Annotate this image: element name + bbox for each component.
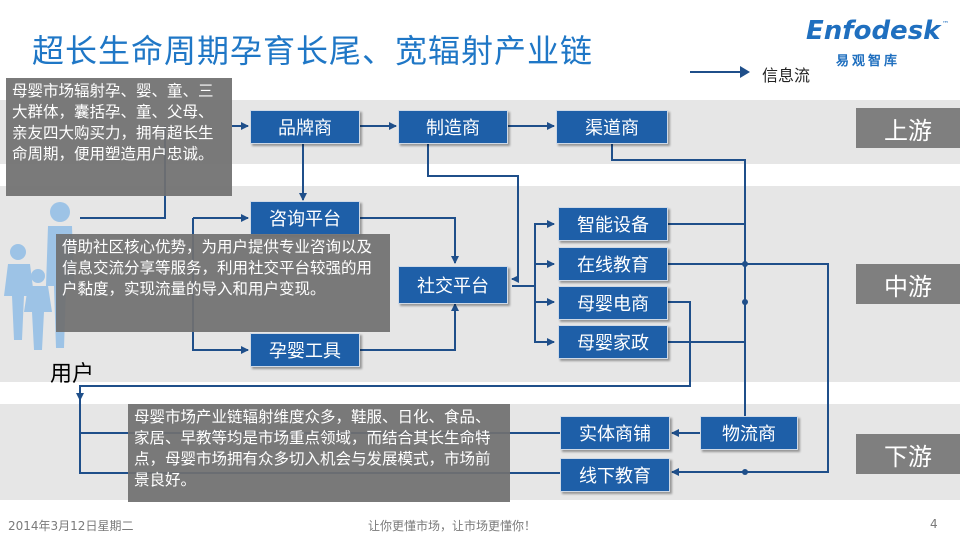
tier-downstream: 下游	[856, 434, 960, 474]
node-housekeeping[interactable]: 母婴家政	[558, 325, 668, 359]
node-consult[interactable]: 咨询平台	[250, 201, 360, 235]
tier-upstream: 上游	[856, 108, 960, 148]
page-number: 4	[930, 517, 938, 531]
node-manufacturer[interactable]: 制造商	[398, 110, 508, 144]
node-online-edu[interactable]: 在线教育	[558, 247, 668, 281]
note-community: 借助社区核心优势，为用户提供专业咨询以及信息交流分享等服务，利用社交平台较强的用…	[56, 234, 390, 332]
page-title: 超长生命周期孕育长尾、宽辐射产业链	[32, 32, 594, 70]
legend-label: 信息流	[762, 66, 811, 85]
tier-midstream: 中游	[856, 264, 960, 304]
enfodesk-logo: Enfodesk ™ 易观智库	[806, 16, 949, 69]
node-social[interactable]: 社交平台	[398, 266, 508, 304]
note-industry: 母婴市场产业链辐射维度众多，鞋服、日化、食品、家居、早教等均是市场重点领域，而结…	[128, 404, 510, 502]
crossing-marker	[742, 299, 748, 305]
logo-trademark: ™	[942, 20, 949, 28]
node-brand[interactable]: 品牌商	[250, 110, 360, 144]
logo-cn-text: 易观智库	[836, 54, 901, 69]
footer-date: 2014年3月12日星期二	[8, 519, 134, 533]
flow-social-to-house	[534, 286, 555, 346]
node-physical-store[interactable]: 实体商铺	[560, 416, 670, 450]
logo-text: Enfodesk	[806, 16, 941, 46]
flow-channel-down	[611, 143, 746, 418]
flow-manufacturer-to-social	[427, 143, 519, 283]
flow-tools-to-social	[360, 303, 459, 351]
flow-consult-to-social	[360, 217, 459, 264]
node-logistics[interactable]: 物流商	[700, 416, 798, 450]
legend-arrow-icon	[740, 66, 750, 78]
footer-slogan: 让你更懂市场，让市场更懂你！	[368, 519, 537, 533]
note-users: 母婴市场辐射孕、婴、童、三大群体，囊括孕、童、父母、亲友四大购买力，拥有超长生命…	[6, 78, 232, 196]
flow-social-to-mid	[512, 220, 555, 287]
node-offline-edu[interactable]: 线下教育	[560, 458, 670, 492]
legend-line	[690, 71, 742, 73]
node-channel[interactable]: 渠道商	[556, 110, 668, 144]
node-ecommerce[interactable]: 母婴电商	[558, 286, 668, 320]
crossing-marker	[742, 469, 748, 475]
user-label: 用户	[50, 362, 95, 387]
node-smart-device[interactable]: 智能设备	[558, 207, 668, 241]
node-tools[interactable]: 孕婴工具	[250, 333, 360, 367]
crossing-marker	[742, 261, 748, 267]
